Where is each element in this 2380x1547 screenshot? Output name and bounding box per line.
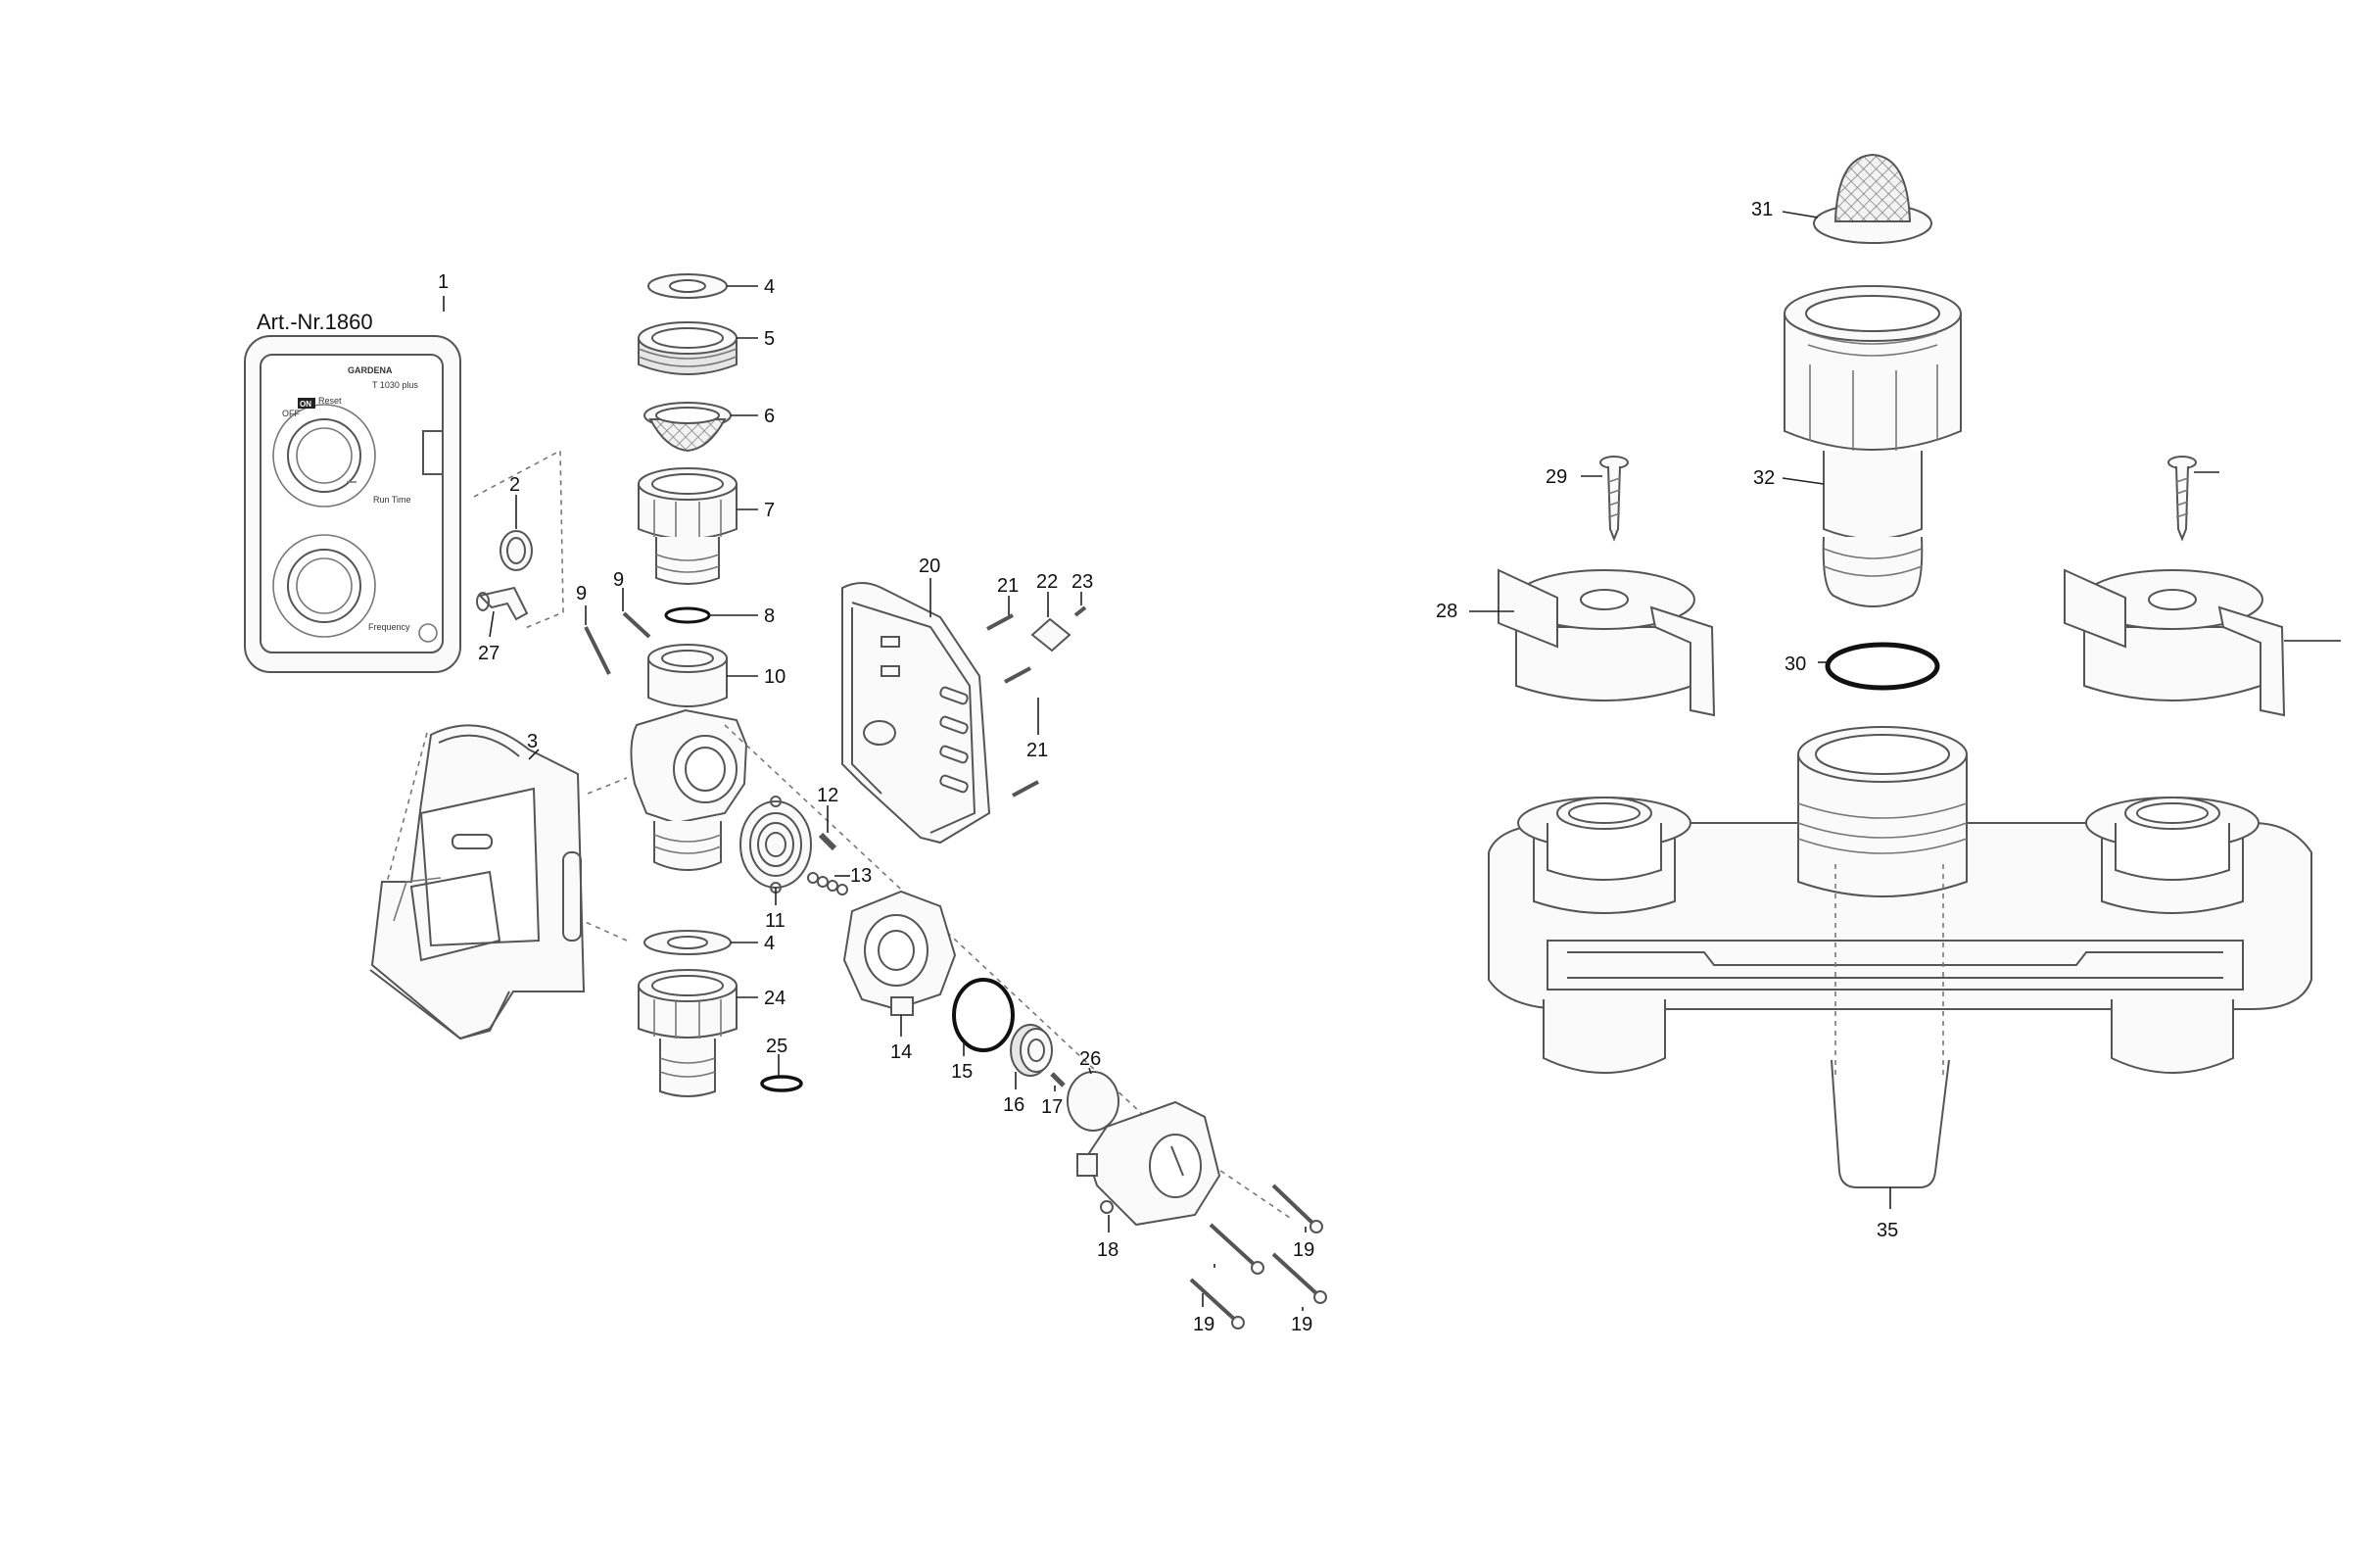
part-1-control-panel: ON OFF Reset GARDENA T 1030 plus Run Tim…: [244, 335, 461, 673]
part-9-pins: [584, 611, 651, 675]
model-label: T 1030 plus: [372, 380, 418, 390]
part-14-valve-unit: [842, 890, 957, 1016]
frequency-label: Frequency: [368, 622, 410, 632]
part-11-diaphragm: [739, 796, 812, 894]
label-21a: 21: [997, 575, 1019, 597]
label-19b: 19: [1193, 1314, 1214, 1335]
part-12-pin: [818, 832, 837, 851]
part-23-screw: [1073, 605, 1087, 617]
label-1: 1: [438, 271, 449, 293]
label-21b: 21: [1026, 740, 1048, 761]
label-7: 7: [764, 500, 775, 521]
part-16-sleeve: [1010, 1024, 1053, 1077]
label-27: 27: [478, 643, 500, 664]
on-label: ON: [300, 400, 311, 409]
part-8-o-ring: [664, 606, 711, 624]
label-23: 23: [1071, 571, 1093, 593]
run-time-label: Run Time: [373, 495, 411, 505]
label-9a: 9: [576, 583, 587, 604]
label-13: 13: [850, 865, 872, 887]
part-27-elbow: [476, 586, 529, 621]
brand-logo-text: GARDENA: [348, 365, 393, 375]
part-19-screws: [1189, 1184, 1327, 1329]
part-18-solenoid-cover: [1076, 1100, 1221, 1227]
part-21-screws: [986, 613, 1039, 798]
label-6: 6: [764, 406, 775, 427]
part-20-battery-cover: [841, 582, 991, 845]
label-19a: 19: [1293, 1239, 1314, 1261]
label-25: 25: [766, 1036, 787, 1057]
label-10: 10: [764, 666, 785, 688]
part-28-caps: [1498, 568, 2286, 717]
label-35: 35: [1877, 1220, 1898, 1241]
part-24-tap-connector: [638, 969, 738, 1097]
label-18: 18: [1097, 1239, 1119, 1261]
part-10-valve-body: [630, 644, 748, 871]
label-3: 3: [527, 731, 538, 752]
part-15-o-ring: [952, 978, 1015, 1052]
part-5-threaded-ring: [638, 321, 738, 375]
label-29: 29: [1546, 466, 1567, 488]
label-16: 16: [1003, 1094, 1024, 1116]
label-14: 14: [890, 1041, 912, 1063]
label-17: 17: [1041, 1096, 1063, 1118]
label-4a: 4: [764, 276, 775, 298]
part-4-washer-lower: [643, 930, 732, 955]
label-12: 12: [817, 785, 838, 806]
label-28: 28: [1436, 601, 1457, 622]
reset-label: Reset: [318, 396, 342, 406]
part-31-filter: [1813, 153, 1932, 244]
label-19c: 19: [1291, 1314, 1312, 1335]
part-6-filter: [643, 402, 732, 453]
label-30: 30: [1785, 653, 1806, 675]
label-15: 15: [951, 1061, 973, 1083]
part-35-insert: [1831, 1059, 1950, 1188]
part-29-screws: [1599, 456, 2197, 542]
label-22: 22: [1036, 571, 1058, 593]
label-32: 32: [1753, 467, 1775, 489]
article-number-title: Art.-Nr.1860: [257, 310, 373, 334]
part-32-connector: [1784, 285, 1962, 607]
label-31: 31: [1751, 199, 1773, 220]
part-3-housing: [369, 724, 586, 1040]
label-24: 24: [764, 988, 785, 1009]
label-2: 2: [509, 474, 520, 496]
part-4-washer-top: [647, 273, 728, 299]
label-20: 20: [919, 556, 940, 577]
part-25-o-ring: [760, 1075, 803, 1092]
label-5: 5: [764, 328, 775, 350]
label-4b: 4: [764, 933, 775, 954]
part-7-connector: [638, 467, 738, 585]
manifold-body: [1488, 726, 2312, 1074]
label-9b: 9: [613, 569, 624, 591]
part-22-clip: [1030, 617, 1071, 653]
part-26-disc: [1067, 1071, 1119, 1132]
label-8: 8: [764, 605, 775, 627]
label-26: 26: [1079, 1048, 1101, 1070]
off-label: OFF: [282, 409, 300, 418]
part-17-screw: [1050, 1072, 1066, 1088]
part-30-o-ring: [1825, 642, 1940, 691]
label-11: 11: [765, 910, 785, 932]
part-13-spring: [807, 872, 848, 895]
part-2-ring: [500, 530, 533, 571]
